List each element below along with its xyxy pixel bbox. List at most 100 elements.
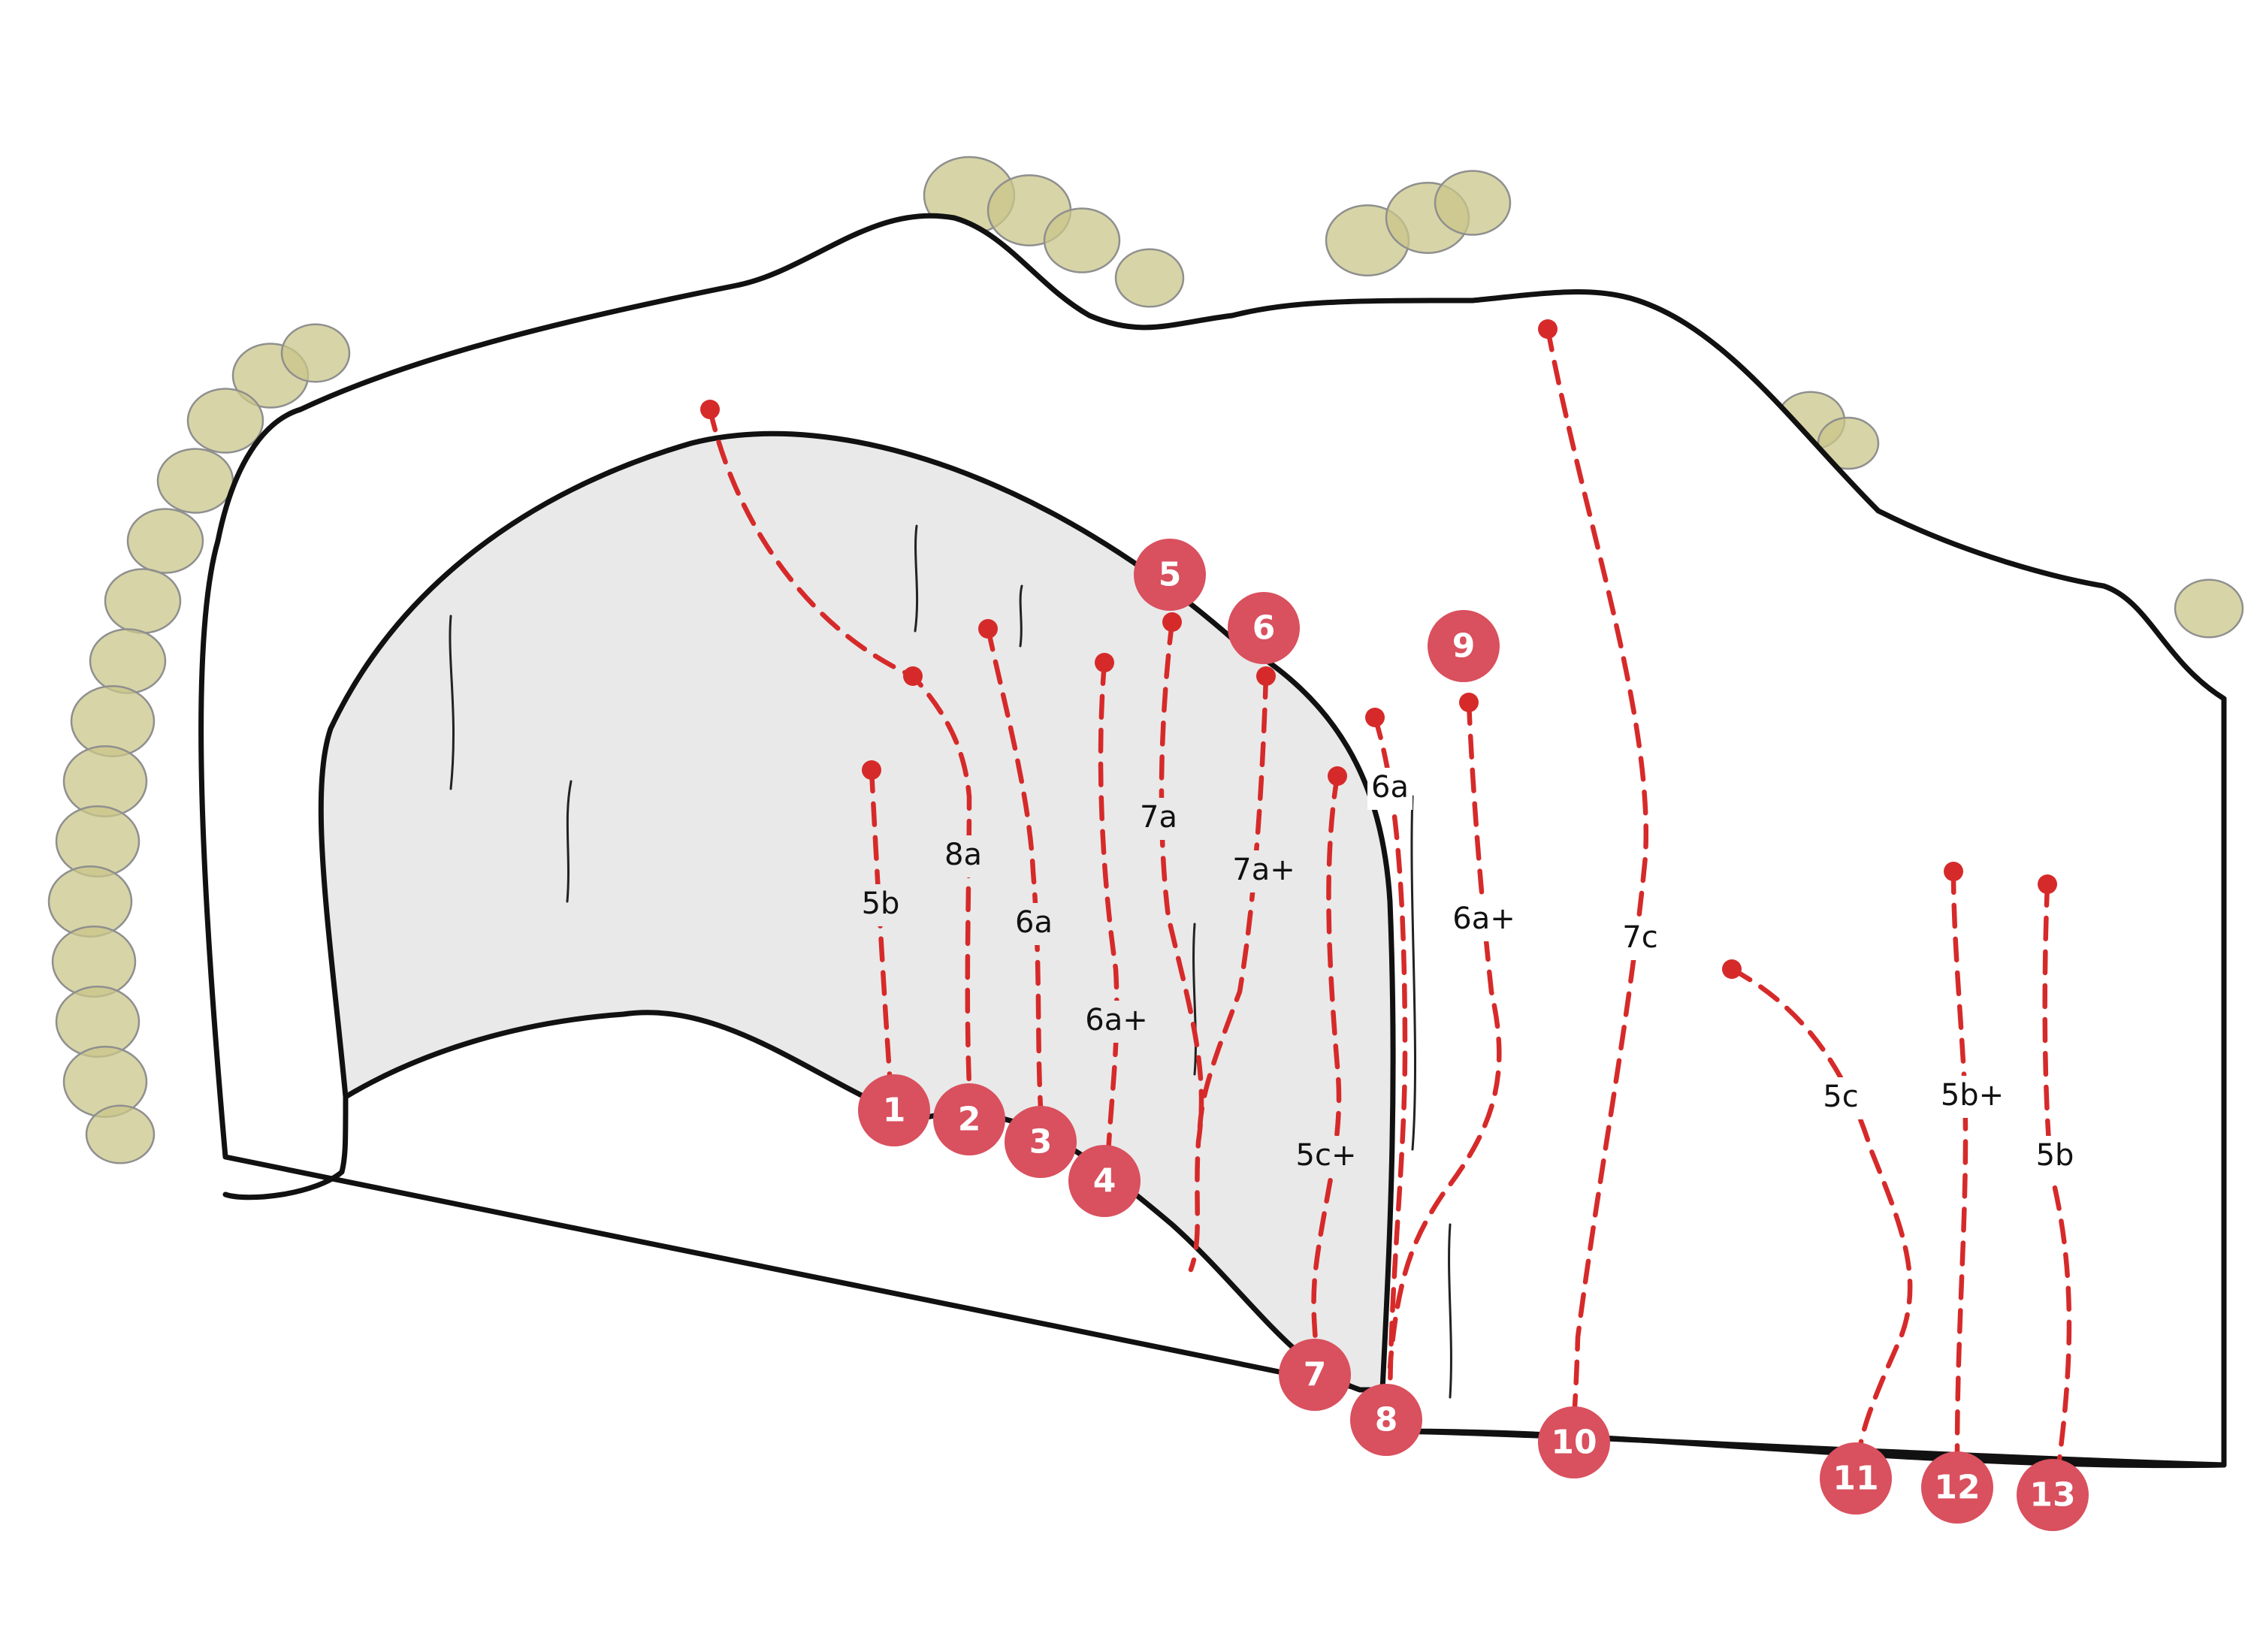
route-badge-8[interactable]: 8 (1350, 1384, 1422, 1456)
route-badge-circle-5 (1134, 539, 1206, 611)
route-number-13: 13 (2029, 1476, 2075, 1515)
bush-12 (280, 323, 351, 383)
route-line-9 (1387, 699, 1502, 1370)
route-grade-bg-2 (941, 835, 986, 877)
route-badge-2[interactable]: 2 (933, 1083, 1005, 1155)
route-badge-3[interactable]: 3 (1005, 1106, 1077, 1178)
route-grade-6: 7a+ (1232, 853, 1295, 887)
route-anchor-5 (1162, 612, 1182, 632)
route-grade-9: 6a+ (1452, 902, 1515, 936)
route-badge-circle-3 (1005, 1106, 1077, 1178)
route-line-3 (985, 626, 1044, 1111)
route-number-2: 2 (958, 1101, 981, 1139)
route-grade-8: 6a (1371, 770, 1409, 805)
route-grade-1: 5b (862, 886, 900, 921)
route-badge-circle-8 (1350, 1384, 1422, 1456)
bush-13 (186, 388, 264, 454)
route-number-9: 9 (1452, 627, 1476, 666)
bush-14 (156, 448, 234, 514)
route-anchor-7 (1328, 766, 1347, 786)
route-grade-bg-3 (1011, 903, 1056, 945)
crack-4 (1019, 584, 1023, 648)
route-grade-3: 6a (1015, 905, 1053, 940)
crack-1 (449, 615, 455, 790)
route-line-4 (1098, 660, 1119, 1156)
route-number-8: 8 (1375, 1401, 1398, 1439)
route-badge-11[interactable]: 11 (1820, 1442, 1892, 1515)
bush-17 (89, 628, 167, 694)
route-line-5 (1159, 619, 1204, 1273)
route-grade-11: 5c (1823, 1080, 1858, 1114)
route-number-4: 4 (1093, 1162, 1116, 1200)
route-anchor-13 (2038, 874, 2057, 894)
route-grade-7: 5c+ (1296, 1138, 1357, 1173)
route-badge-circle-11 (1820, 1442, 1892, 1515)
route-anchor-10 (1538, 319, 1558, 339)
route-number-11: 11 (1833, 1460, 1878, 1498)
route-grade-5: 7a (1140, 800, 1177, 835)
crack-3 (914, 524, 919, 633)
route-grade-bg-8 (1367, 768, 1413, 810)
route-badge-5[interactable]: 5 (1134, 539, 1206, 611)
route-anchor-4 (1095, 653, 1114, 672)
bush-16 (104, 568, 182, 634)
route-number-12: 12 (1934, 1469, 1980, 1507)
route-grade-bg-12 (1941, 1076, 2003, 1118)
route-badge-circle-13 (2017, 1459, 2089, 1531)
arch-left-edge (222, 1094, 349, 1200)
route-anchor-8 (1365, 708, 1385, 727)
bush-7 (1434, 170, 1512, 236)
route-grade-bg-11 (1818, 1077, 1863, 1119)
route-anchor-3 (978, 619, 998, 639)
route-line-6 (1197, 673, 1269, 1130)
route-number-3: 3 (1029, 1123, 1053, 1161)
route-line-2 (707, 406, 972, 1089)
route-number-7: 7 (1304, 1356, 1327, 1394)
route-grade-bg-13 (2032, 1136, 2077, 1178)
route-grade-2: 8a (944, 838, 982, 872)
route-anchor-11 (1722, 959, 1742, 979)
route-anchor-2 (700, 400, 720, 419)
bush-25 (85, 1104, 156, 1164)
route-grade-bg-10 (1618, 918, 1663, 960)
route-badge-circle-4 (1068, 1145, 1141, 1217)
route-anchor-12 (1944, 862, 1963, 881)
route-number-5: 5 (1159, 556, 1182, 594)
route-badge-circle-10 (1538, 1406, 1610, 1478)
route-grade-bg-5 (1136, 798, 1181, 840)
bush-24 (62, 1046, 148, 1118)
route-badge-circle-2 (933, 1083, 1005, 1155)
route-badge-circle-6 (1228, 592, 1300, 664)
route-badge-9[interactable]: 9 (1428, 610, 1500, 682)
rock-cracks (449, 524, 1452, 1399)
route-grade-12: 5b+ (1941, 1078, 2004, 1113)
route-badge-10[interactable]: 10 (1538, 1406, 1610, 1478)
crack-6 (1410, 795, 1417, 1151)
route-number-10: 10 (1551, 1424, 1597, 1462)
route-grade-10: 7c (1622, 920, 1657, 955)
route-number-1: 1 (883, 1092, 906, 1130)
overhang-panel (318, 430, 1396, 1393)
route-line-11 (1729, 966, 1913, 1453)
bush-15 (126, 508, 204, 574)
crack-5 (1192, 923, 1197, 1076)
crack-7 (1448, 1223, 1452, 1399)
route-badge-13[interactable]: 13 (2017, 1459, 2089, 1531)
route-badge-circle-9 (1428, 610, 1500, 682)
route-badge-1[interactable]: 1 (858, 1074, 930, 1146)
ground-line (1394, 1409, 2227, 1468)
route-grade-bg-7 (1295, 1136, 1357, 1178)
route-badge-12[interactable]: 12 (1921, 1451, 1993, 1524)
route-badge-6[interactable]: 6 (1228, 592, 1300, 664)
route-badge-4[interactable]: 4 (1068, 1145, 1141, 1217)
route-anchor-9 (1459, 693, 1479, 712)
bush-10 (2174, 578, 2244, 639)
route-grade-bg-4 (1086, 1001, 1147, 1043)
route-anchor-6 (1256, 666, 1276, 686)
route-badge-7[interactable]: 7 (1279, 1339, 1351, 1411)
route-grade-bg-6 (1233, 850, 1295, 892)
route-badge-circle-1 (858, 1074, 930, 1146)
route-anchor-2-mid (903, 666, 923, 686)
